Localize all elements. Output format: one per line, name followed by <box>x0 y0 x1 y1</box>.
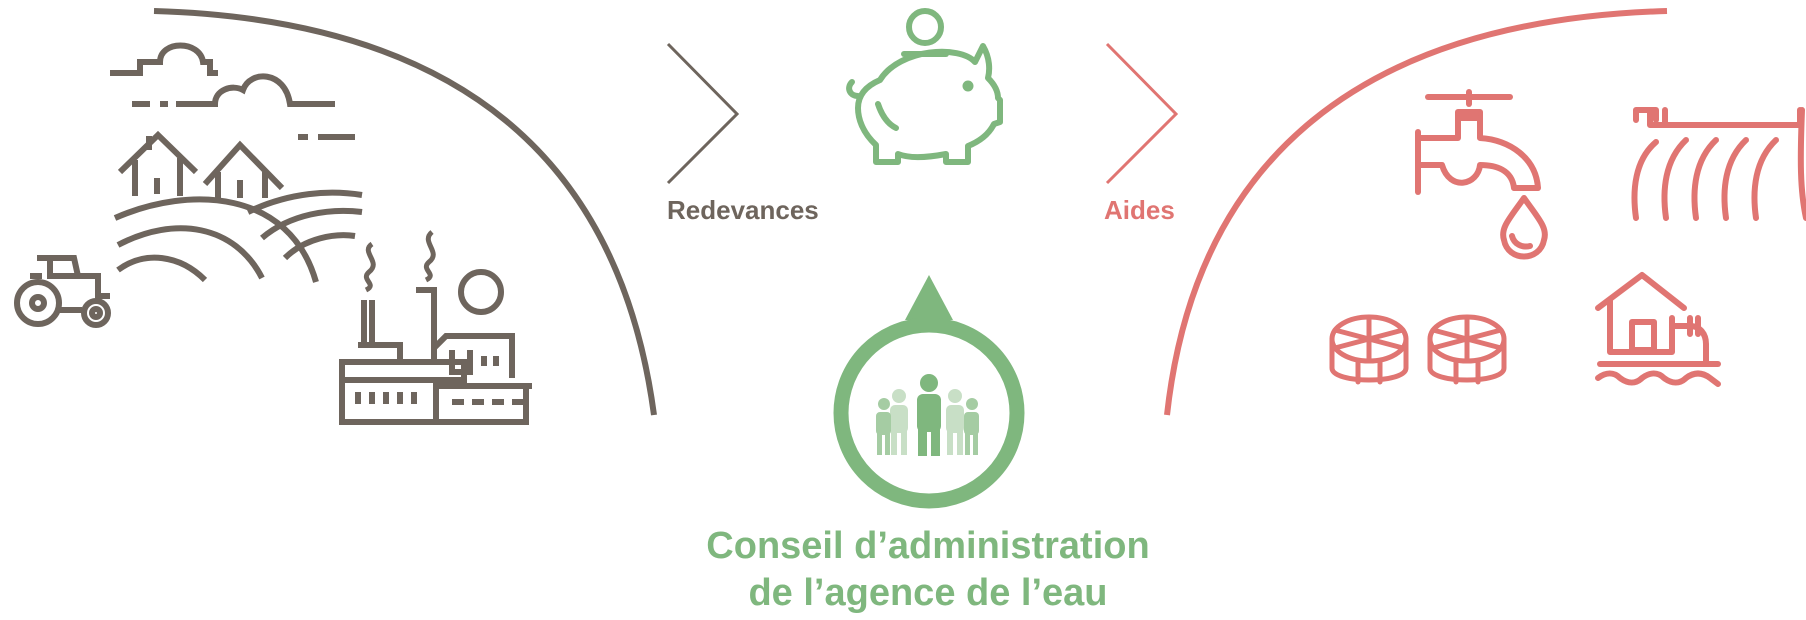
aides-label: Aides <box>1104 195 1175 225</box>
hills-icon <box>113 189 363 283</box>
smoke-icon <box>363 230 436 293</box>
tractor-icon <box>14 255 111 328</box>
contributors-group <box>14 8 657 425</box>
dam-icon <box>1631 107 1806 221</box>
badge-pointer <box>905 275 953 320</box>
water-tank-icon <box>1329 314 1507 385</box>
council-badge <box>833 275 1025 509</box>
riverside-house-icon <box>1595 272 1721 387</box>
beneficiaries-arc <box>1164 8 1668 416</box>
people-group-icon <box>876 374 979 456</box>
beneficiaries-group <box>1164 8 1806 416</box>
piggy-bank-icon <box>846 8 1003 165</box>
badge-ring <box>833 317 1025 509</box>
council-title: Conseil d’administration de l’agence de … <box>628 523 1228 617</box>
council-title-line2: de l’agence de l’eau <box>748 572 1108 614</box>
sun-icon <box>458 269 504 315</box>
flow-arrows <box>666 42 1179 185</box>
water-tap-icon <box>1415 89 1548 260</box>
chevron-right-icon <box>1105 42 1179 185</box>
house-icon <box>117 130 285 198</box>
council-title-line1: Conseil d’administration <box>706 525 1150 567</box>
chevron-right-icon <box>666 42 740 185</box>
factory-icon <box>339 287 532 425</box>
cloud-icon <box>110 42 355 140</box>
redevances-label: Redevances <box>667 195 819 225</box>
contributors-arc <box>153 8 657 416</box>
